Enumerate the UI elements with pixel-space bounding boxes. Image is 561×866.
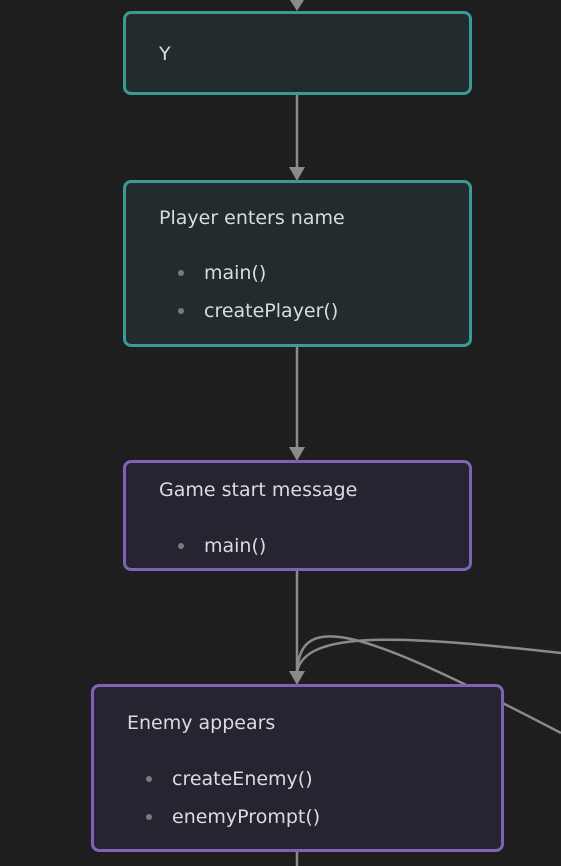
node-title: Player enters name	[159, 207, 345, 229]
method-label: main()	[204, 262, 267, 284]
node-method-list: createEnemy() enemyPrompt()	[127, 760, 320, 836]
arrowhead	[289, 671, 305, 685]
edge-loop-back-2	[295, 638, 561, 673]
bullet-icon	[146, 814, 152, 820]
list-item: createPlayer()	[159, 292, 338, 330]
arrowhead	[289, 167, 305, 181]
node-game-start-message[interactable]: Game start message main()	[123, 460, 472, 571]
bullet-icon	[146, 776, 152, 782]
list-item: main()	[159, 254, 338, 292]
node-player-enters-name[interactable]: Player enters name main() createPlayer()	[123, 180, 472, 347]
node-title: Enemy appears	[127, 712, 276, 734]
bullet-icon	[178, 543, 184, 549]
bullet-icon	[178, 308, 184, 314]
node-method-list: main()	[159, 527, 266, 565]
node-y[interactable]: Y	[123, 11, 472, 95]
bullet-icon	[178, 270, 184, 276]
method-label: createPlayer()	[204, 300, 339, 322]
node-enemy-appears[interactable]: Enemy appears createEnemy() enemyPrompt(…	[91, 684, 504, 852]
method-label: main()	[204, 535, 267, 557]
node-title: Game start message	[159, 479, 358, 501]
arrowhead	[290, 0, 304, 11]
method-label: createEnemy()	[172, 768, 313, 790]
list-item: createEnemy()	[127, 760, 320, 798]
list-item: main()	[159, 527, 266, 565]
node-title: Y	[159, 43, 171, 65]
method-label: enemyPrompt()	[172, 806, 321, 828]
arrowhead	[289, 447, 305, 461]
list-item: enemyPrompt()	[127, 798, 320, 836]
node-method-list: main() createPlayer()	[159, 254, 338, 330]
